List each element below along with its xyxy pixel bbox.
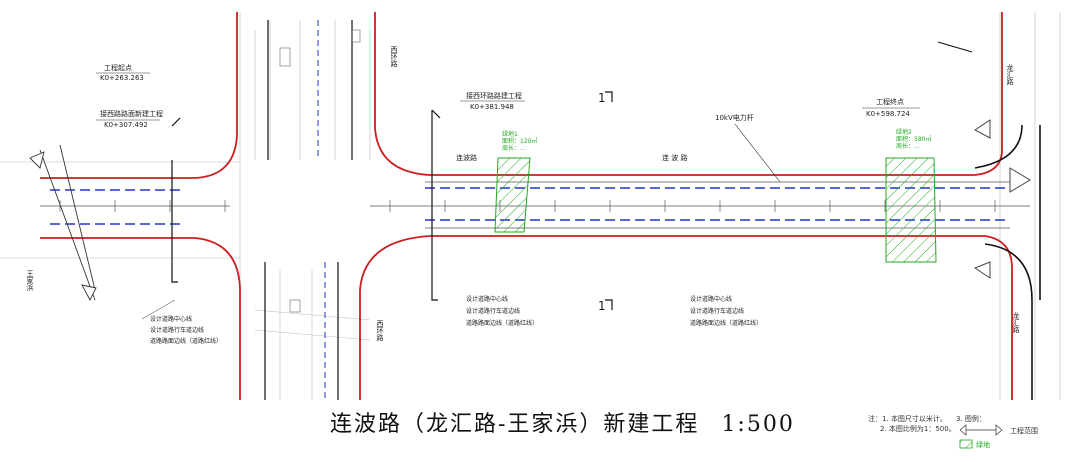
- start-boundary: [29, 144, 97, 301]
- east-curb-lines: [974, 124, 1041, 400]
- note-1: 1. 本图尺寸以米计。: [882, 415, 947, 423]
- section-brackets: [171, 91, 613, 310]
- labels: 工程起点 K0+263.263 接西路路面新建工程 K0+307.492 接西环…: [26, 46, 1020, 345]
- legend-green-label: 绿地: [976, 441, 990, 449]
- end-project-label: 工程终点: [876, 97, 904, 106]
- section-mark-bottom: 1: [598, 299, 606, 313]
- left-legend-red: 道路路面边线（道路红线）: [150, 337, 222, 345]
- title-scale: 1:500: [721, 412, 795, 437]
- mid-legend-red: 道路路面边线（道路红线）: [466, 319, 538, 327]
- right-legend-red: 道路路面边线（道路红线）: [690, 319, 762, 327]
- notes-block: 注：1. 本图尺寸以米计。 2. 本图比例为1：500。: [868, 414, 956, 434]
- xihuan-road-edges: [264, 20, 353, 400]
- end-station-label: K0+598.724: [866, 110, 910, 118]
- road-lianbo-label: 连波路: [456, 153, 477, 162]
- legend-block: 3. 图例： 工程范围 绿地: [956, 412, 1066, 452]
- xihuan-lane-lines: [317, 20, 326, 400]
- join-station-mid-label: K0+381.948: [470, 103, 514, 111]
- north-arrow-icon: [937, 41, 973, 53]
- mid-legend-lane: 设计道路行车道边线: [466, 307, 520, 315]
- join-project-left-label: 接西路路面新建工程: [100, 109, 163, 118]
- xihuan-top-label: 西环路: [390, 46, 398, 68]
- start-project-label: 工程起点: [104, 63, 132, 72]
- title-text: 连波路（龙汇路-王家浜）新建工程: [330, 412, 700, 437]
- power-pole-label: 10kV电力杆: [715, 113, 754, 122]
- legend-boundary-label: 工程范围: [1010, 427, 1038, 435]
- xihuan-bottom-label: 西环路: [376, 320, 384, 342]
- right-legend-lane: 设计道路行车道边线: [690, 307, 744, 315]
- wangjiabang-label: 王家浜: [26, 270, 34, 292]
- road-lianbo-mid-label: 连 波 路: [662, 153, 687, 162]
- east-end-arrows: [973, 119, 1031, 279]
- right-legend-centerline: 设计道路中心线: [690, 295, 732, 303]
- longhui-top-label: 龙汇路: [1006, 63, 1014, 86]
- start-station-label: K0+263.263: [100, 74, 144, 82]
- notes-prefix: 注：: [868, 415, 882, 423]
- mid-legend-centerline: 设计道路中心线: [466, 295, 508, 303]
- drawing-title: 连波路（龙汇路-王家浜）新建工程 1:500: [330, 406, 795, 438]
- green-box-2-label: 绿地2 面积：580㎡ 周长：…: [896, 128, 933, 150]
- green-area-2: [885, 157, 937, 263]
- left-legend-centerline: 设计道路中心线: [150, 315, 192, 323]
- green-box-1-label: 绿地1 面积：120㎡ 周长：…: [502, 130, 539, 152]
- note-3: 3. 图例：: [956, 415, 986, 423]
- green-area-1: [494, 157, 531, 233]
- main-centerline: [40, 181, 1030, 229]
- longhui-bottom-label: 龙汇路: [1012, 311, 1020, 334]
- section-mark-top: 1: [598, 91, 606, 105]
- note-2: 2. 本图比例为1：500。: [880, 425, 956, 433]
- left-legend-lane: 设计道路行车道边线: [150, 326, 204, 334]
- background-context-lines: [0, 12, 1061, 400]
- station-ticks: [59, 200, 996, 212]
- join-project-mid-label: 接西环路路建工程: [466, 91, 522, 100]
- xihuan-details: [279, 29, 361, 313]
- legend-symbols: [959, 424, 1003, 449]
- join-station-left-label: K0+307.492: [104, 121, 148, 129]
